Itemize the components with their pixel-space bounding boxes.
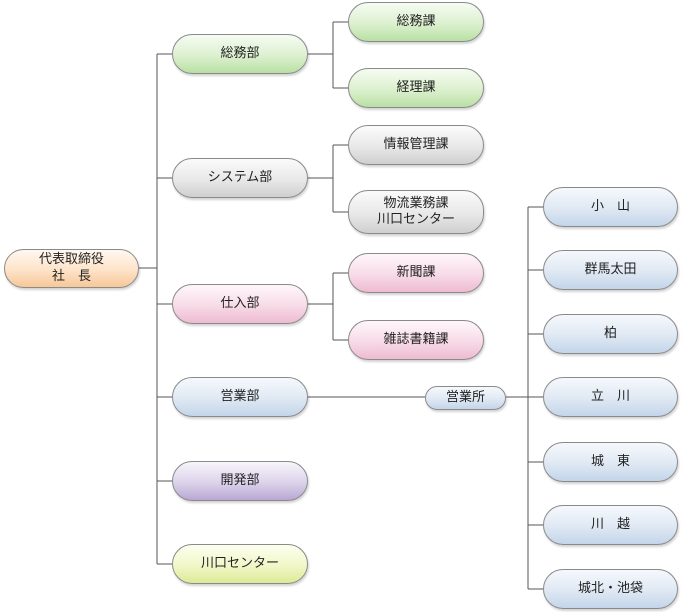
dept-node-system: システム部	[172, 158, 308, 198]
branch-node-joto: 城 東	[543, 442, 678, 482]
section-node-newspaper: 新聞課	[348, 253, 484, 293]
branch-node-tachikawa: 立 川	[543, 377, 678, 417]
section-node-accounting: 経理課	[348, 68, 484, 108]
section-node-logistics: 物流業務課 川口センター	[348, 190, 484, 234]
branch-node-kashiwa: 柏	[543, 314, 678, 354]
dept-node-kawaguchi-center: 川口センター	[172, 544, 308, 584]
branch-node-kawagoe: 川 越	[543, 505, 678, 545]
sales-office-node: 営業所	[425, 386, 506, 410]
branch-node-oyama: 小 山	[543, 187, 678, 227]
dept-node-general-affairs: 総務部	[172, 34, 308, 74]
branch-node-gunma-ota: 群馬太田	[543, 250, 678, 290]
dept-node-sales: 営業部	[172, 377, 308, 417]
dept-node-purchasing: 仕入部	[172, 284, 308, 324]
section-node-info-management: 情報管理課	[348, 125, 484, 165]
branch-node-johoku-ikebukuro: 城北・池袋	[543, 569, 678, 609]
section-node-general-affairs: 総務課	[348, 2, 484, 42]
dept-node-development: 開発部	[172, 461, 308, 501]
root-node-president: 代表取締役 社 長	[4, 249, 139, 288]
section-node-magazine-books: 雑誌書籍課	[348, 320, 484, 360]
